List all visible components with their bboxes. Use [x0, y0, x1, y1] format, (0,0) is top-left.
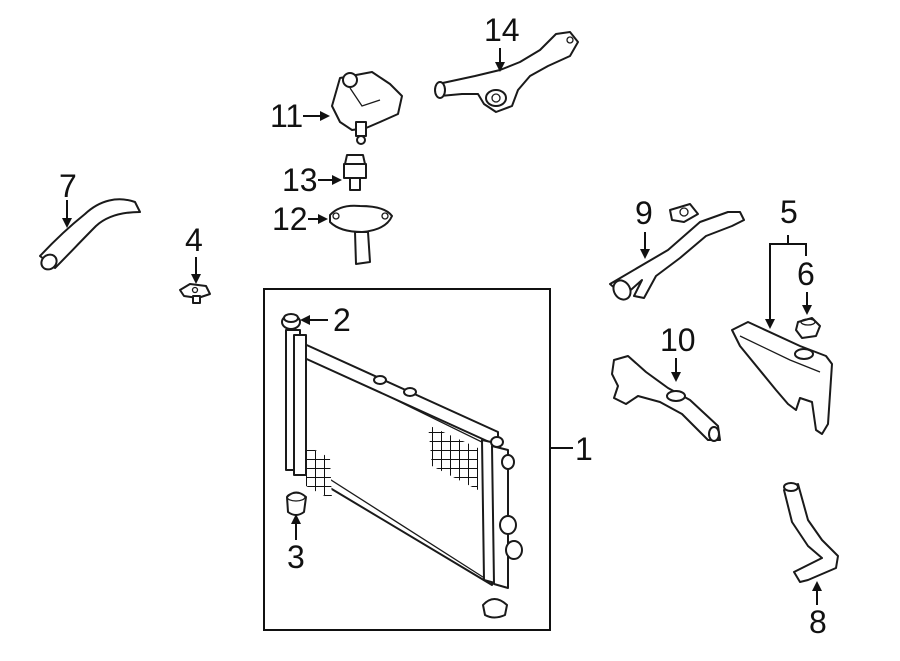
callout-label-11: 11: [270, 98, 303, 134]
part-5-coolant-reservoir: [731, 321, 833, 435]
callout-label-9: 9: [635, 195, 653, 231]
callout-label-2: 2: [333, 302, 351, 338]
callout-label-6: 6: [797, 256, 815, 292]
part-11-pump-housing: [331, 71, 403, 145]
part-4-clip: [179, 283, 211, 304]
part-2-radiator-cap: [281, 313, 301, 330]
part-7-upper-hose: [39, 198, 141, 271]
part-3-mount-bushing: [286, 491, 307, 516]
callout-label-1: 1: [575, 431, 593, 467]
callout-label-13: 13: [282, 162, 318, 198]
callout-label-14: 14: [484, 12, 520, 48]
lower-mount-bushing: [482, 598, 508, 619]
callout-label-8: 8: [809, 604, 827, 640]
part-13-sensor: [343, 154, 367, 191]
part-9-coolant-pipe: [609, 203, 745, 301]
part-6-reservoir-cap: [795, 317, 821, 339]
callout-label-7: 7: [59, 168, 77, 204]
part-14-water-outlet-pipe: [434, 31, 579, 113]
radiator-frame-box: [263, 288, 551, 631]
callout-label-4: 4: [185, 222, 203, 258]
callout-label-3: 3: [287, 539, 305, 575]
part-8-lower-hose: [783, 482, 839, 583]
callout-label-10: 10: [660, 322, 696, 358]
part-12-thermostat-flange: [329, 204, 393, 265]
callout-label-12: 12: [272, 201, 308, 237]
part-10-bypass-pipe: [611, 355, 721, 442]
radiator-assembly: [285, 329, 523, 589]
callout-label-5: 5: [780, 194, 798, 230]
